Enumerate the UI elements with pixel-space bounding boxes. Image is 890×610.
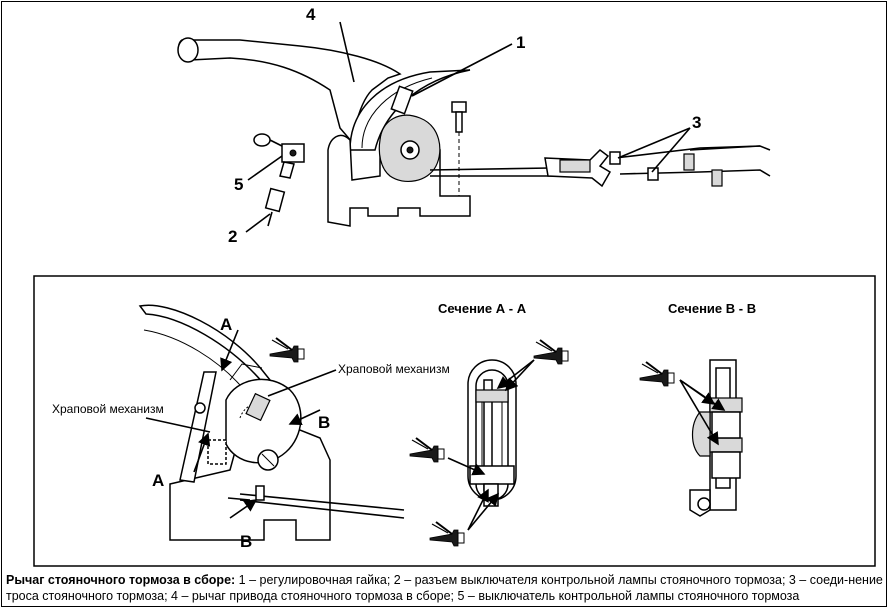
grease-gun-icon [533,339,569,365]
figure-caption: Рычаг стояночного тормоза в сборе: 1 – р… [6,572,884,604]
callout-2: 2 [228,227,237,246]
callout-5: 5 [234,175,243,194]
label-a-top: A [220,315,232,334]
caption-text: 1 – регулировочная гайка; 2 – разъем вык… [6,573,883,603]
grease-gun-icon [639,361,675,387]
lever-assembly [177,37,771,227]
section-bb-title: Сечение В - В [668,301,756,316]
section-bb-view [689,359,743,517]
label-b-bottom: B [240,532,252,551]
grease-gun-icon [269,337,305,363]
warning-switch [253,133,305,179]
label-a-bottom: A [152,471,164,490]
ratchet-label-left: Храповой механизм [52,402,164,416]
section-aa-title: Сечение А - А [438,301,527,316]
switch-connector [264,187,286,227]
brake-lever-diagram: 4 1 3 5 2 A A B B Храповой механизм Х [33,5,876,567]
caption-title: Рычаг стояночного тормоза в сборе: [6,573,236,587]
label-b-right: B [318,413,330,432]
ratchet-detail-view [138,304,405,541]
callout-1: 1 [516,33,525,52]
callout-3: 3 [692,113,701,132]
grease-gun-icon [409,437,445,463]
grease-gun-icon [429,521,465,547]
ratchet-label-right: Храповой механизм [338,362,450,376]
callout-4: 4 [306,5,316,24]
detail-box [33,275,876,567]
section-aa-view [467,359,517,507]
